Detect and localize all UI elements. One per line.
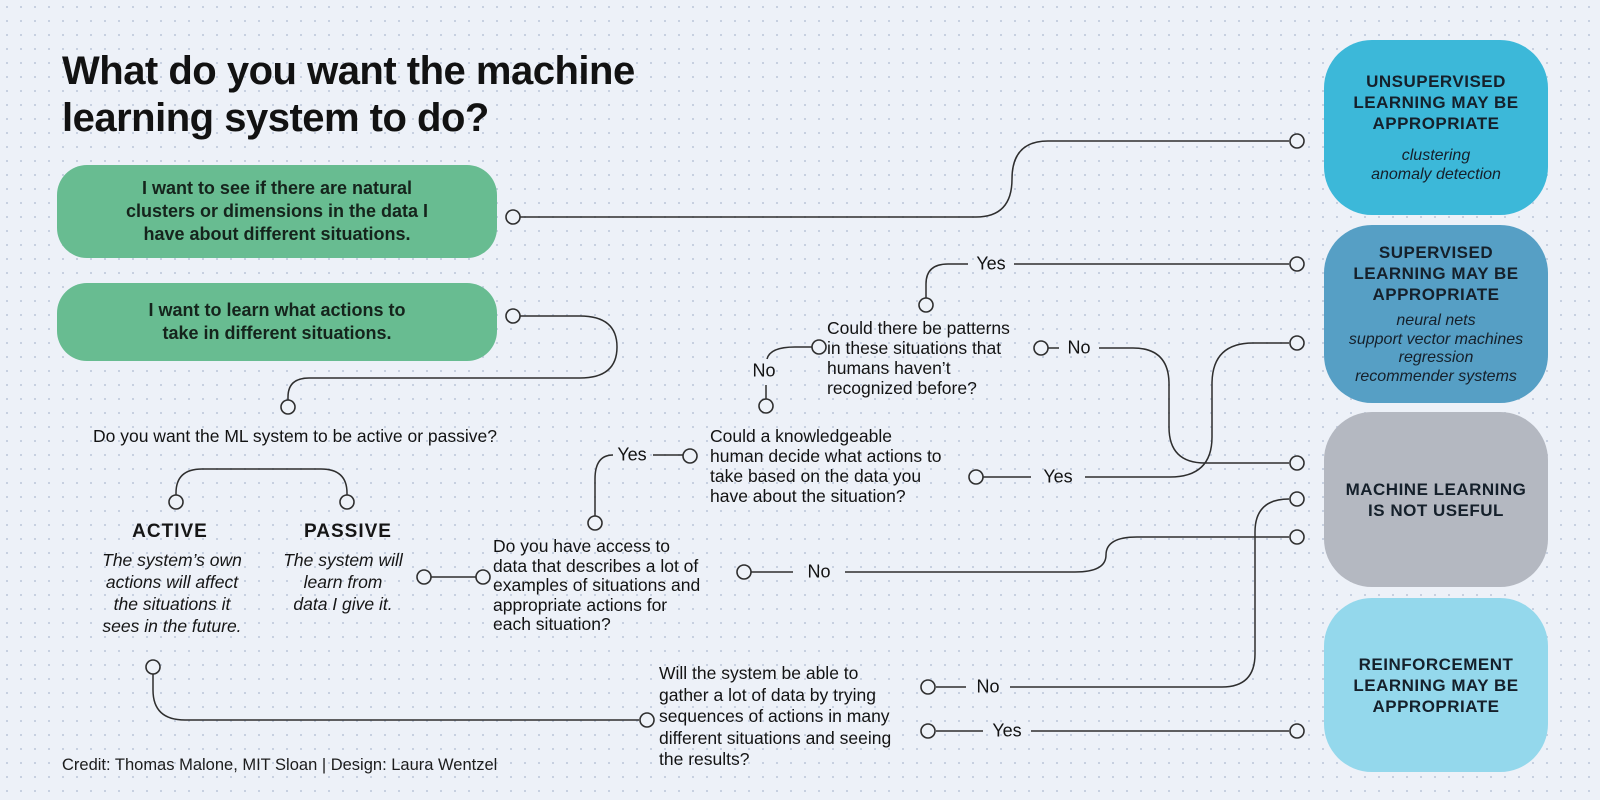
edge-activepassive-bracket [175, 468, 348, 495]
outcome-not-useful: MACHINE LEARNING IS NOT USEFUL [1324, 412, 1548, 587]
edge-gather-no-b [1010, 498, 1290, 688]
question-access-data: Do you have access to data that describe… [493, 536, 701, 634]
connector-node [416, 569, 432, 585]
connector-node [1289, 133, 1305, 149]
connector-node [145, 659, 161, 675]
connector-node [1289, 455, 1305, 471]
edge-active-to-gather [152, 674, 639, 721]
edge-label-gather-no: No [976, 676, 1000, 697]
question-knowledgeable-human: Could a knowledgeable human decide what … [710, 426, 942, 506]
outcome-supervised: SUPERVISED LEARNING MAY BE APPROPRIATE n… [1324, 225, 1548, 403]
branch-desc-passive: The system will learn from data I give i… [283, 550, 403, 614]
connector-node [1289, 529, 1305, 545]
connector-node [1289, 491, 1305, 507]
connector-node [1033, 340, 1049, 356]
edge-patterns-yes-a [925, 263, 968, 298]
connector-node [639, 712, 655, 728]
outcome-unsupervised: UNSUPERVISED LEARNING MAY BE APPROPRIATE… [1324, 40, 1548, 215]
connector-node [280, 399, 296, 415]
edge-label-patterns-no: No [1067, 337, 1091, 358]
outcome-reinforcement-heading: REINFORCEMENT LEARNING MAY BE APPROPRIAT… [1353, 654, 1519, 716]
connector-node [968, 469, 984, 485]
question-hidden-patterns: Could there be patterns in these situati… [827, 318, 1010, 398]
edge-access-no-b [845, 536, 1289, 573]
start-box-clusters: I want to see if there are natural clust… [57, 165, 497, 258]
edge-access-yes-a [594, 454, 614, 516]
branch-desc-active: The system’s own actions will affect the… [102, 550, 242, 636]
outcome-unsupervised-methods: clustering anomaly detection [1371, 146, 1501, 184]
connector-node [168, 494, 184, 510]
question-active-passive: Do you want the ML system to be active o… [93, 426, 497, 446]
connector-node [587, 515, 603, 531]
outcome-not-useful-heading: MACHINE LEARNING IS NOT USEFUL [1345, 479, 1527, 520]
connector-node [1289, 723, 1305, 739]
connector-node [475, 569, 491, 585]
edge-label-knowledgeable-no: No [752, 360, 776, 381]
edge-clusters-to-unsupervised [520, 140, 1289, 218]
edge-knowledgeable-no-a [766, 346, 812, 360]
outcome-unsupervised-heading: UNSUPERVISED LEARNING MAY BE APPROPRIATE [1353, 71, 1519, 133]
edge-label-access-yes: Yes [617, 444, 647, 465]
connector-node [682, 448, 698, 464]
connector-node [1289, 335, 1305, 351]
question-gather-data: Will the system be able to gather a lot … [659, 663, 892, 769]
start-box-actions-text: I want to learn what actions to take in … [148, 300, 406, 343]
branch-label-passive: PASSIVE [304, 521, 392, 542]
connector-node [920, 723, 936, 739]
connector-node [918, 297, 934, 313]
page-title: What do you want the machine learning sy… [62, 49, 635, 140]
credit-line: Credit: Thomas Malone, MIT Sloan | Desig… [62, 756, 498, 774]
edge-label-patterns-yes: Yes [976, 253, 1006, 274]
connector-node [758, 398, 774, 414]
connector-node [736, 564, 752, 580]
outcome-supervised-methods: neural nets support vector machines regr… [1348, 312, 1524, 385]
edge-label-access-no: No [807, 561, 831, 582]
connector-node [811, 339, 827, 355]
start-box-clusters-text: I want to see if there are natural clust… [125, 178, 429, 244]
connector-node [505, 308, 521, 324]
connector-node [1289, 256, 1305, 272]
edge-actions-to-activepassive [287, 315, 618, 400]
edge-patterns-no-b [1099, 347, 1289, 464]
edge-knowledgeable-yes-b [1085, 342, 1289, 478]
outcome-reinforcement: REINFORCEMENT LEARNING MAY BE APPROPRIAT… [1324, 598, 1548, 772]
edge-label-gather-yes: Yes [992, 720, 1022, 741]
start-box-actions: I want to learn what actions to take in … [57, 283, 497, 361]
connector-node [505, 209, 521, 225]
connector-node [920, 679, 936, 695]
outcome-supervised-heading: SUPERVISED LEARNING MAY BE APPROPRIATE [1353, 243, 1519, 304]
connector-node [339, 494, 355, 510]
branch-label-active: ACTIVE [132, 521, 208, 542]
edge-label-knowledgeable-yes: Yes [1043, 466, 1073, 487]
